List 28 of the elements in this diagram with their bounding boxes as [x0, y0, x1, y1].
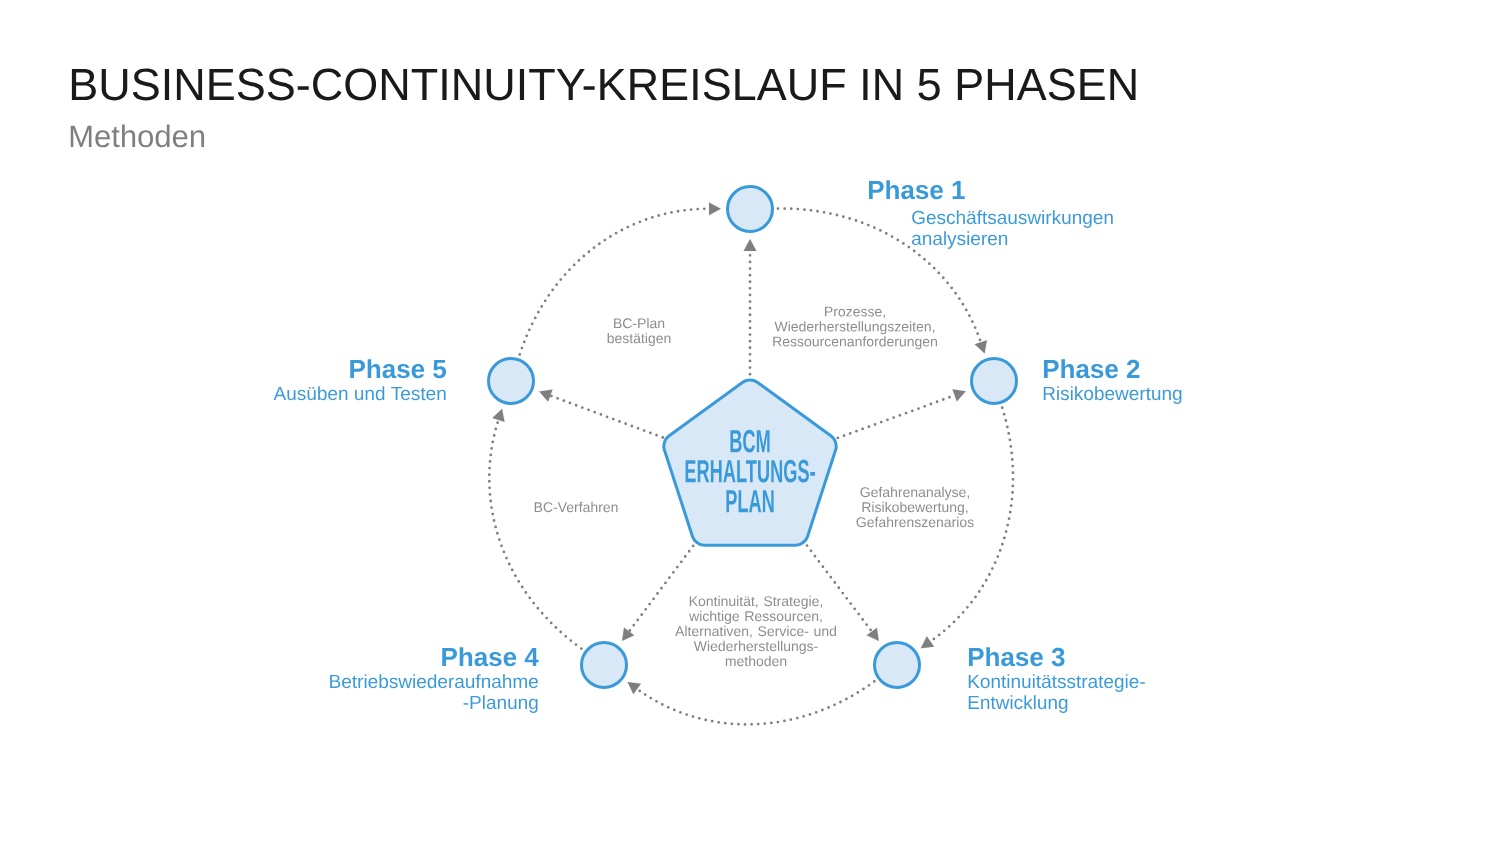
- title: BUSINESS-CONTINUITY-KREISLAUF IN 5 PHASEN: [71, 68, 1136, 101]
- arrow: [836, 389, 966, 440]
- curved-arrow: [627, 680, 876, 726]
- curved-arrow: [776, 207, 987, 354]
- arrow: [743, 239, 757, 376]
- annotation-text: Kontinuität, Strategie, wichtige Ressourcen, Alternativen, Service- und Wiederherstellungs- methoden: [675, 595, 836, 667]
- phase-heading: Phase 5: [350, 359, 447, 379]
- curved-arrow: [518, 202, 721, 356]
- phase-description: Ausüben und Testen: [273, 386, 446, 401]
- subtitle: Methoden: [70, 124, 205, 148]
- annotation-text: Prozesse, Wiederherstellungszeiten, Ressourcenanforderungen: [773, 306, 937, 350]
- phase-heading: Phase 1: [868, 180, 965, 200]
- phase-heading: Phase 4: [442, 647, 539, 667]
- annotation-text: Gefahrenanalyse, Risikobewertung, Gefahrenszenarios: [856, 486, 974, 528]
- phase-description: Kontinuitätsstrategie- Entwicklung: [968, 674, 1145, 713]
- phase-description: Betriebswiederaufnahme -Planung: [330, 674, 538, 713]
- phase-heading: Phase 2: [1043, 359, 1140, 379]
- curved-arrow: [920, 406, 1015, 649]
- annotation-text: BC-Plan bestätigen: [607, 317, 671, 346]
- arrow: [805, 544, 879, 641]
- phase-heading: Phase 3: [968, 647, 1065, 667]
- phase-description: Risikobewertung: [1043, 386, 1182, 404]
- annotation-text: BC-Verfahren: [534, 501, 618, 513]
- arrow: [539, 389, 665, 439]
- curved-arrow: [487, 408, 583, 650]
- phase-description: Geschäftsauswirkungen analysieren: [912, 210, 1113, 249]
- arrow: [622, 544, 695, 641]
- pentagon: BCM ERHALTUNGS- PLAN: [662, 378, 838, 547]
